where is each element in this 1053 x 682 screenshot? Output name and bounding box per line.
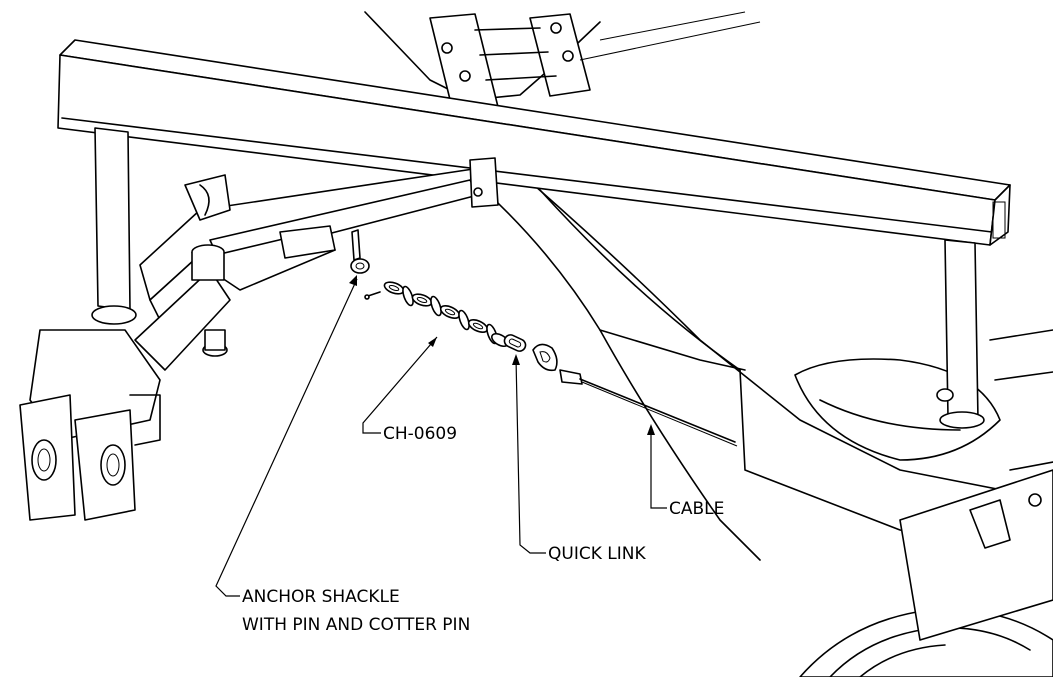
anchor-shackle [350, 229, 381, 300]
quick-link-label: QUICK LINK [548, 544, 646, 564]
chain-arrowhead [428, 337, 437, 347]
cable-label: CABLE [669, 499, 724, 519]
chain-leader [362, 336, 438, 434]
shackle-leader [215, 278, 358, 597]
shackle-arrowhead [349, 275, 357, 286]
hitch-clevis [19, 329, 161, 521]
wheel [799, 469, 1053, 678]
quick-link-arrowhead [512, 354, 520, 365]
quick-link [503, 334, 527, 352]
left-post [91, 127, 137, 325]
shackle-label-line2: WITH PIN AND COTTER PIN [242, 615, 470, 635]
leader-lines [215, 275, 667, 597]
ladder-frame [364, 11, 761, 121]
right-post [936, 239, 985, 429]
tongue-assembly [134, 157, 499, 371]
shackle-label-line1: ANCHOR SHACKLE [242, 587, 400, 607]
quick-link-leader [515, 357, 546, 554]
chain [383, 281, 509, 348]
cable [532, 343, 738, 447]
square-tube [57, 39, 1011, 246]
cable-leader [650, 428, 667, 509]
chain-label: CH-0609 [383, 424, 457, 444]
cable-arrowhead [647, 424, 655, 435]
